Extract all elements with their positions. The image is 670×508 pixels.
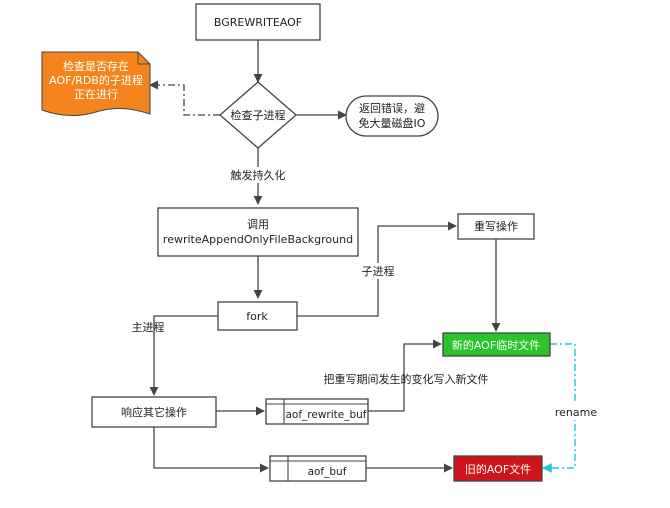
call-rewrite-line-1: 调用	[247, 218, 269, 231]
node-respond-other-label: 响应其它操作	[121, 405, 187, 419]
node-fork-label: fork	[246, 310, 268, 323]
node-check-note: 检查是否存在 AOF/RDB的子进程 正在进行	[41, 51, 151, 116]
node-aof-buf-label: aof_buf	[308, 466, 347, 478]
return-error-line-1: 返回错误，避	[359, 101, 425, 115]
note-line-2: AOF/RDB的子进程	[49, 73, 143, 87]
label-trigger-persist-text: 触发持久化	[231, 168, 286, 182]
node-aof-rewrite-buf-label: aof_rewrite_buf	[285, 409, 366, 421]
node-rewrite-op: 重写操作	[457, 213, 535, 240]
node-call-rewrite: 调用 rewriteAppendOnlyFileBackground	[157, 207, 359, 257]
label-child-process: 子进程	[360, 263, 396, 279]
node-aof-rewrite-buf: aof_rewrite_buf	[265, 398, 369, 425]
node-bgrewriteaof: BGREWRITEAOF	[195, 3, 321, 41]
node-return-error: 返回错误，避 免大量磁盘IO	[345, 95, 439, 137]
edge-rewritebuf-to-newaof	[368, 339, 442, 412]
label-rename: rename	[554, 404, 598, 420]
node-new-aof: 新的AOF临时文件	[442, 332, 551, 357]
edge-fork-to-respond	[149, 315, 218, 396]
label-write-changes-text: 把重写期间发生的变化写入新文件	[324, 372, 489, 386]
note-line-1: 检查是否存在	[63, 59, 129, 73]
node-check-child-label: 检查子进程	[231, 108, 286, 122]
call-rewrite-line-2: rewriteAppendOnlyFileBackground	[163, 233, 353, 246]
node-aof-buf: aof_buf	[269, 455, 367, 482]
edge-check-to-note	[149, 80, 220, 116]
label-trigger-persist: 触发持久化	[226, 167, 290, 183]
label-child-process-text: 子进程	[362, 265, 395, 278]
label-main-process-text: 主进程	[132, 321, 165, 334]
node-new-aof-label: 新的AOF临时文件	[452, 338, 540, 352]
node-rewrite-op-label: 重写操作	[474, 219, 518, 233]
label-write-changes: 把重写期间发生的变化写入新文件	[324, 372, 489, 386]
label-rename-text: rename	[555, 406, 597, 419]
node-fork: fork	[217, 301, 298, 331]
node-old-aof-label: 旧的AOF文件	[465, 462, 531, 476]
node-old-aof: 旧的AOF文件	[453, 455, 543, 482]
node-respond-other: 响应其它操作	[91, 396, 217, 428]
return-error-line-2: 免大量磁盘IO	[359, 116, 426, 130]
label-main-process: 主进程	[132, 321, 165, 334]
node-bgrewriteaof-label: BGREWRITEAOF	[214, 16, 302, 29]
note-line-3: 正在进行	[74, 88, 118, 101]
node-check-child: 检查子进程	[219, 81, 297, 149]
edge-respond-to-aofbuf	[153, 427, 269, 473]
